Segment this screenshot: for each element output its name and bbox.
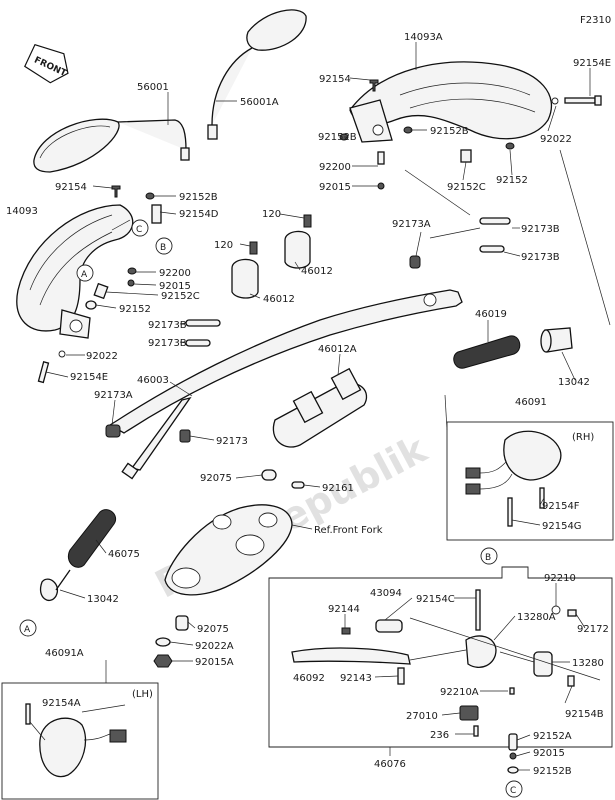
label-92152b-left: 92152B (179, 192, 218, 203)
label-92022-top: 92022 (540, 134, 572, 145)
lh-switch (25, 703, 127, 778)
label-120-b: 120 (214, 240, 233, 251)
label-92173b-left2: 92173B (148, 338, 187, 349)
label-92210a: 92210A (440, 687, 479, 698)
label-46019: 46019 (475, 309, 507, 320)
label-14093a: 14093A (404, 32, 443, 43)
label-92152c-top: 92152C (447, 182, 486, 193)
label-43094: 43094 (370, 588, 402, 599)
label-27010: 27010 (406, 711, 438, 722)
label-92075-a: 92075 (200, 473, 232, 484)
callout-markers: A B C A B C (19, 219, 523, 798)
label-46091a: 46091A (45, 648, 84, 659)
part-number-labels: 14093A 92154E 92154 92152B 92152B 92022 … (6, 32, 611, 777)
label-13042-right: 13042 (558, 377, 590, 388)
handlebar-clamps (105, 214, 511, 443)
hand-guard-right (349, 61, 553, 143)
front-arrow-icon: FRONT (24, 43, 69, 84)
label-92154c: 92154C (416, 594, 455, 605)
label-14093: 14093 (6, 206, 38, 217)
label-92015-bot: 92015 (533, 748, 565, 759)
label-92152a: 92152A (533, 731, 572, 742)
figure-code: F2310 (580, 15, 611, 26)
callout-b-guard: B (160, 243, 166, 253)
label-92154e-top: 92154E (573, 58, 611, 69)
grip-left (39, 509, 116, 601)
rh-switch (465, 430, 562, 527)
label-92015-left: 92015 (159, 281, 191, 292)
handlebar (108, 289, 463, 480)
label-13280a: 13280A (517, 612, 556, 623)
clutch-lever-box (268, 566, 613, 748)
label-236: 236 (430, 730, 449, 741)
rh-switch-box (446, 421, 614, 541)
label-92200-left: 92200 (159, 268, 191, 279)
label-92173b-2: 92173B (521, 252, 560, 263)
label-92172: 92172 (577, 624, 609, 635)
label-92154e-left: 92154E (70, 372, 108, 383)
label-92200-top: 92200 (319, 162, 351, 173)
label-92152b-top2: 92152B (430, 126, 469, 137)
label-92152-left: 92152 (119, 304, 151, 315)
callout-b-lever: B (485, 553, 491, 563)
clutch-lever (291, 589, 577, 737)
label-92173: 92173 (216, 436, 248, 447)
label-92161: 92161 (322, 483, 354, 494)
label-92173b-1: 92173B (521, 224, 560, 235)
label-92154f: 92154F (542, 501, 580, 512)
mirror-left (33, 118, 190, 173)
label-46012a: 46012A (318, 344, 357, 355)
mirror-right (207, 9, 307, 140)
label-13280: 13280 (572, 658, 604, 669)
hand-guard-left (16, 185, 162, 384)
grip-right (453, 327, 573, 369)
label-92173a-top: 92173A (392, 219, 431, 230)
label-92022a: 92022A (195, 641, 234, 652)
label-92173a-left: 92173A (94, 390, 133, 401)
label-92015a: 92015A (195, 657, 234, 668)
label-92154-left: 92154 (55, 182, 87, 193)
label-92154a: 92154A (42, 698, 81, 709)
label-46091: 46091 (515, 397, 547, 408)
label-92144: 92144 (328, 604, 360, 615)
label-rh-box: (RH) (572, 432, 594, 443)
label-46075: 46075 (108, 549, 140, 560)
callout-c-guard: C (136, 225, 142, 235)
label-lh-box: (LH) (132, 689, 153, 700)
label-92210-a: 92210 (544, 573, 576, 584)
label-92154d: 92154D (179, 209, 219, 220)
lh-switch-box (1, 682, 159, 800)
label-92154b: 92154B (565, 709, 604, 720)
label-92154-top: 92154 (319, 74, 351, 85)
callout-a-guard: A (81, 270, 88, 280)
label-56001: 56001 (137, 82, 169, 93)
label-56001a: 56001A (240, 97, 279, 108)
leader-lines (29, 42, 611, 771)
label-46012-a: 46012 (301, 266, 333, 277)
label-92173b-left1: 92173B (148, 320, 187, 331)
label-92152-top: 92152 (496, 175, 528, 186)
label-13042-left: 13042 (87, 594, 119, 605)
label-92022-left: 92022 (86, 351, 118, 362)
label-92152b-top1: 92152B (318, 132, 357, 143)
label-92154g: 92154G (542, 521, 582, 532)
label-46003: 46003 (137, 375, 169, 386)
label-46092: 46092 (293, 673, 325, 684)
upper-triple-clamp (153, 504, 293, 668)
label-92143: 92143 (340, 673, 372, 684)
label-92075-b: 92075 (197, 624, 229, 635)
label-ref-front-fork: Ref.Front Fork (314, 525, 383, 536)
clutch-lever-lower-parts (507, 733, 519, 774)
label-92015-top: 92015 (319, 182, 351, 193)
label-46076: 46076 (374, 759, 406, 770)
callout-c-lever: C (510, 786, 516, 796)
label-120-a: 120 (262, 209, 281, 220)
label-92152c-left: 92152C (161, 291, 200, 302)
label-46012-b: 46012 (263, 294, 295, 305)
label-92152b-bot: 92152B (533, 766, 572, 777)
callout-a-grip: A (24, 625, 31, 635)
